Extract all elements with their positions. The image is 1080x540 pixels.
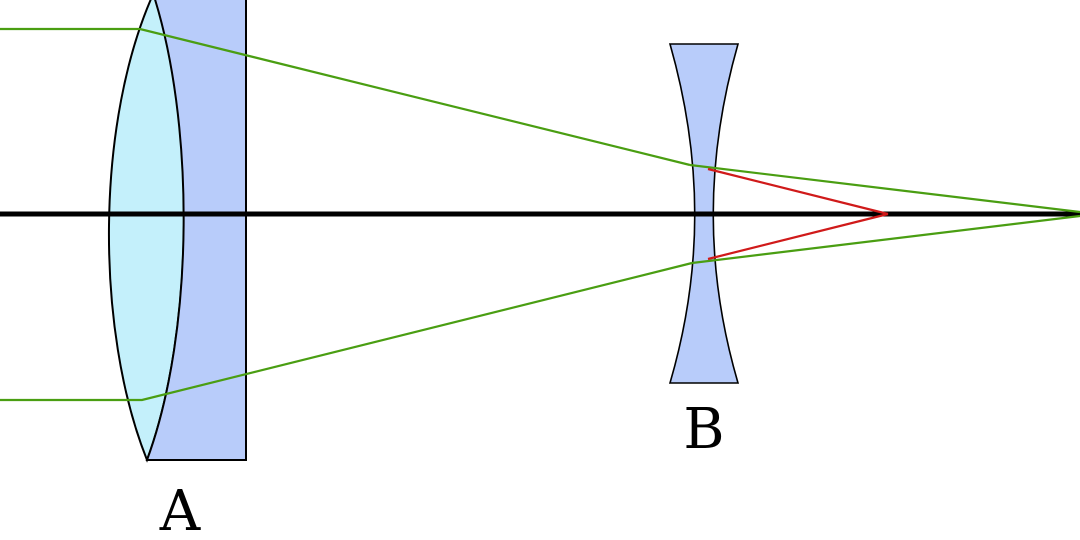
lens-a-concave-element (145, 0, 247, 461)
lower-ray-after-lens-b (707, 212, 889, 261)
lens-b-label: B (683, 397, 724, 462)
upper-ray-after-lens-b (707, 167, 889, 216)
upper-ray-to-focus-a (689, 163, 1080, 214)
lower-ray-incoming (0, 261, 693, 402)
lens-a-label: A (159, 479, 201, 540)
lower-ray-to-focus-a (691, 214, 1080, 265)
upper-ray-incoming (0, 27, 691, 167)
